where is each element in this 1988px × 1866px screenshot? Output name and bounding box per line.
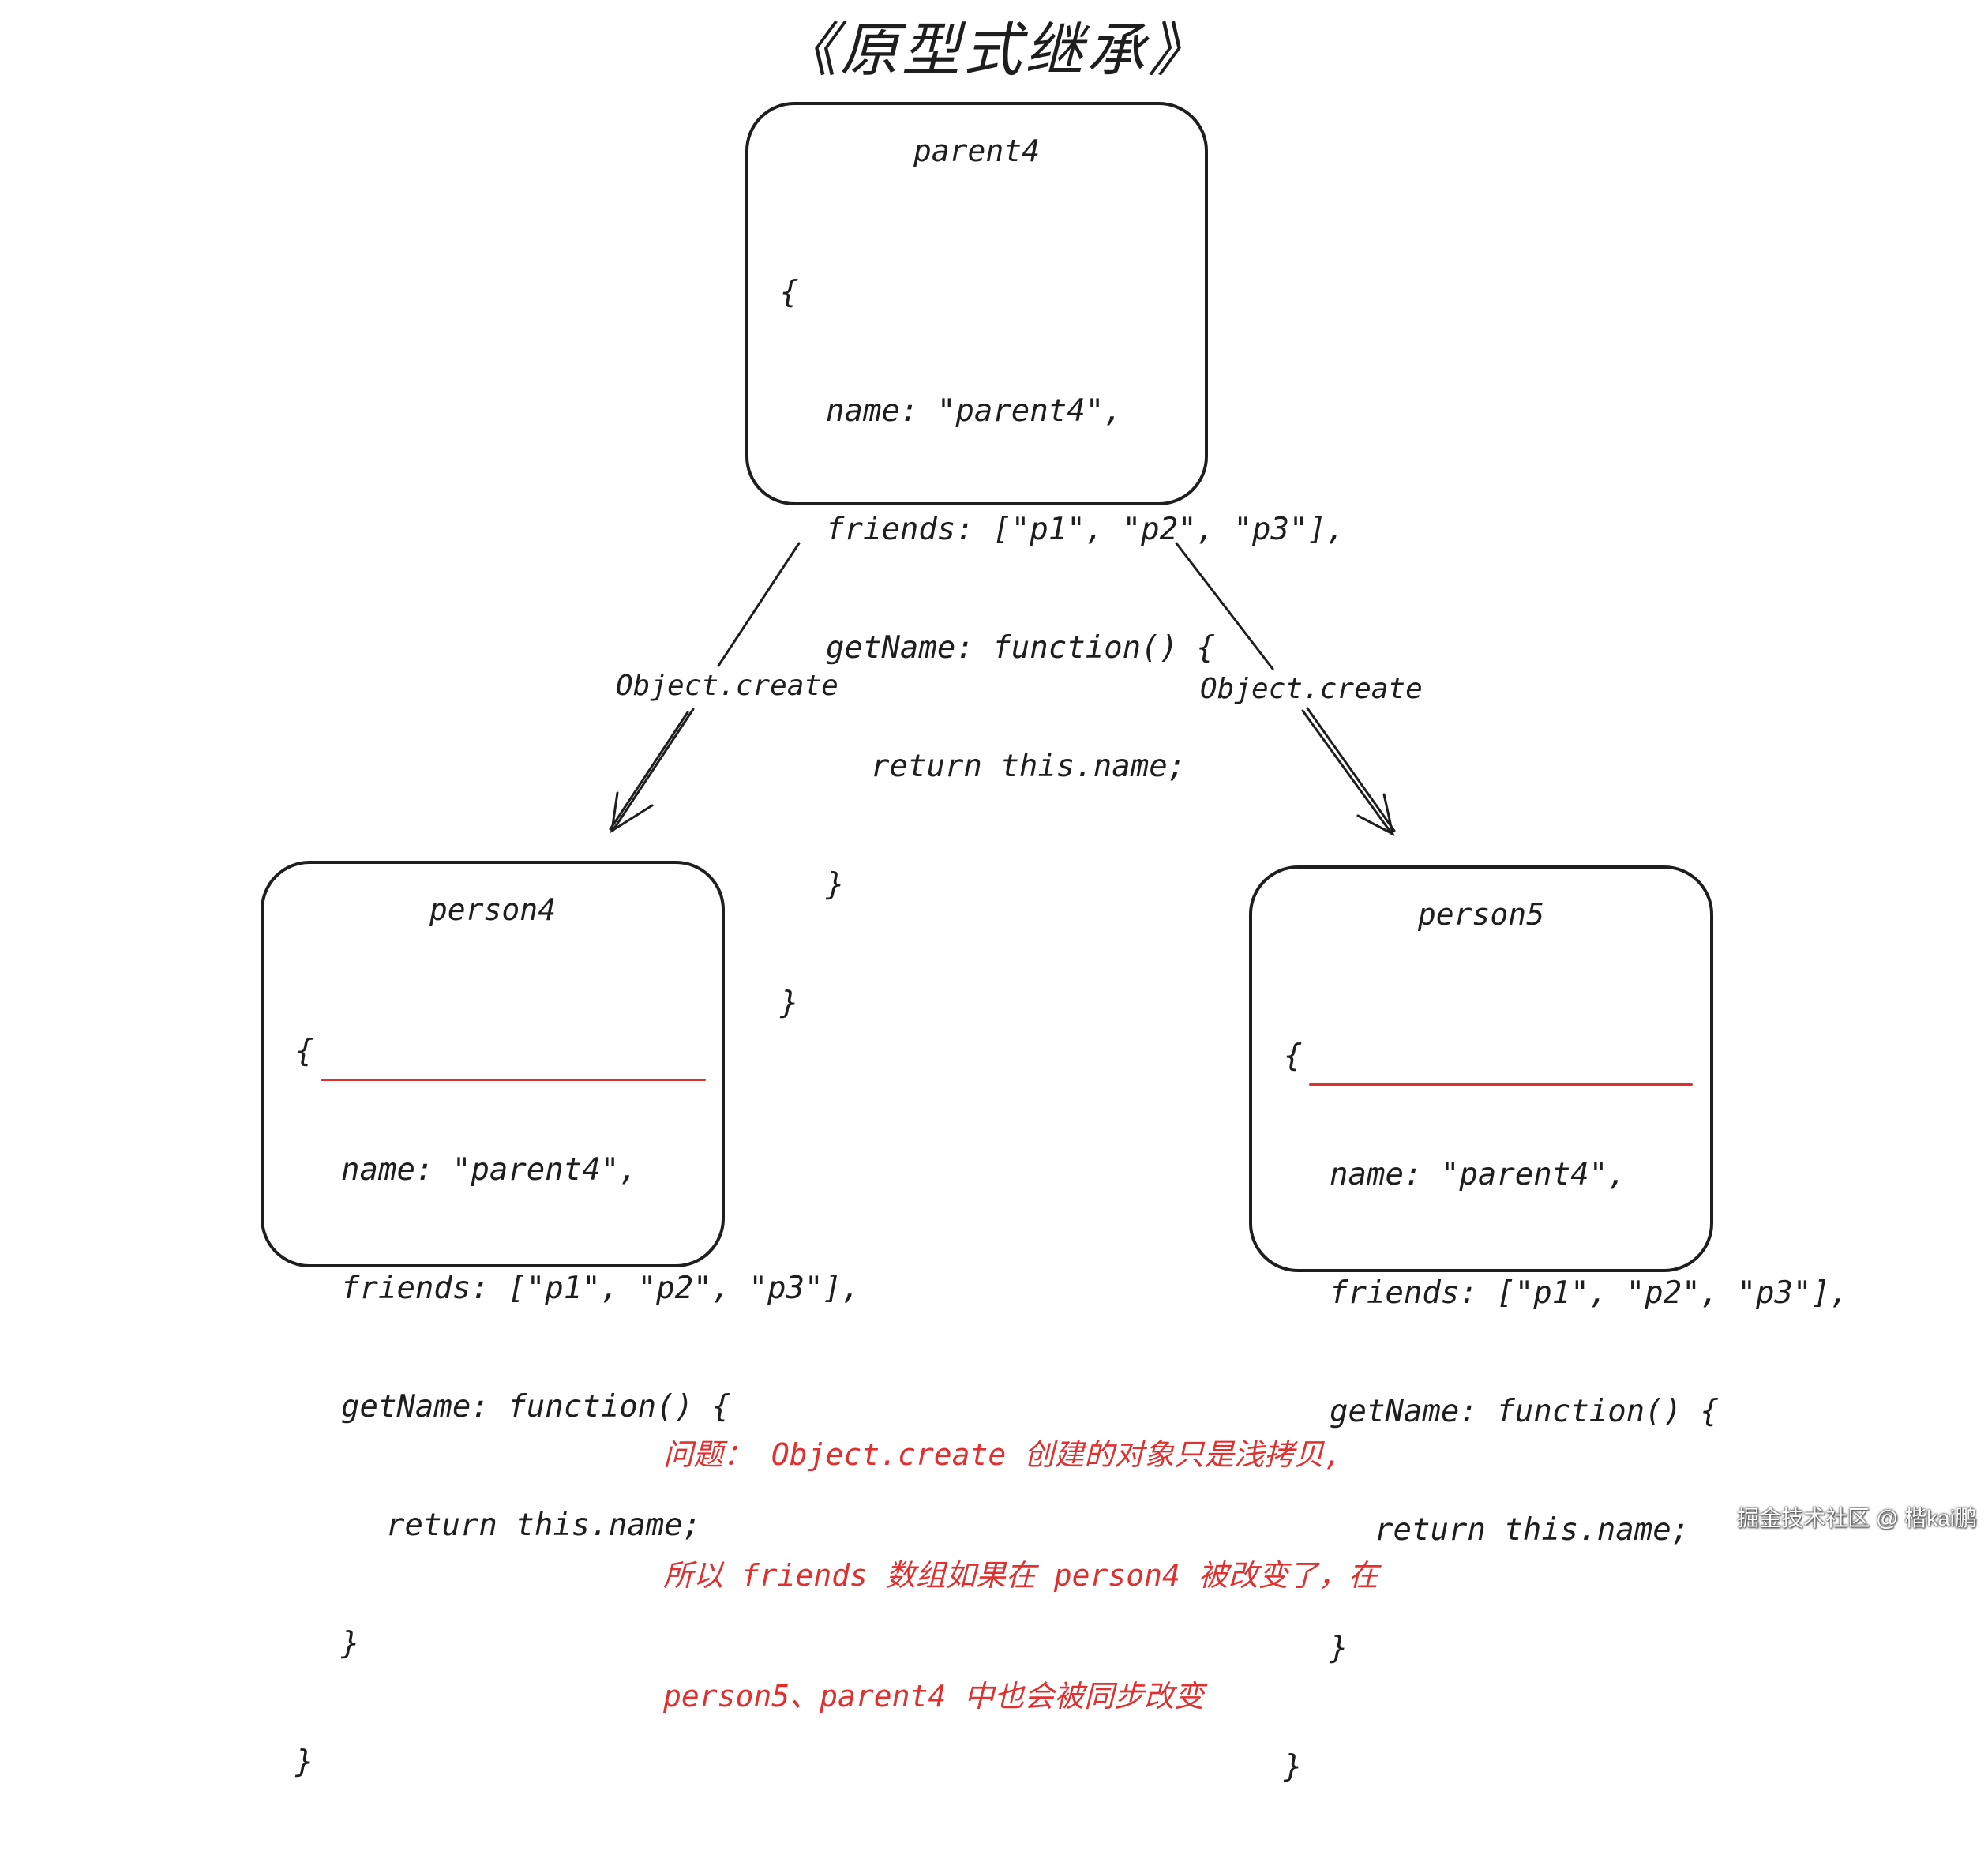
- edge-parent4-person5: [1175, 542, 1396, 836]
- note-line: person5、parent4 中也会被同步改变: [663, 1679, 1205, 1714]
- code-line: getName: function() {: [341, 1389, 731, 1425]
- arrowhead: [610, 791, 654, 833]
- problem-note: 问题： Object.create 创建的对象只是浅拷贝, 所以 friends…: [663, 1354, 1378, 1797]
- code-line: }: [780, 986, 799, 1021]
- code-line: }: [826, 867, 845, 903]
- edge-line: [1175, 542, 1274, 670]
- code-line: {: [295, 1034, 314, 1069]
- edges-layer: [609, 542, 1396, 836]
- code-line: friends: ["p1", "p2", "p3"],: [826, 512, 1345, 547]
- code-line: name: "parent4",: [826, 393, 1123, 429]
- watermark: 掘金技术社区 @ 楷kai鹏: [1737, 1506, 1977, 1530]
- node-parent4: parent4 { name: "parent4", friends: ["p1…: [745, 102, 1345, 1021]
- node-code: { name: "parent4", friends: ["p1", "p2",…: [780, 194, 1345, 1102]
- edge-line: [611, 708, 695, 832]
- code-line: name: "parent4",: [341, 1152, 638, 1188]
- node-person5: person5 { name: "parent4", friends: ["p1…: [1249, 865, 1848, 1785]
- edge-line: [1306, 707, 1396, 832]
- code-line: name: "parent4",: [1330, 1157, 1626, 1192]
- note-line: 所以 friends 数组如果在 person4 被改变了，在: [663, 1558, 1378, 1593]
- code-line: friends: ["p1", "p2", "p3"],: [341, 1271, 861, 1306]
- page-title: 《原型式继承》: [778, 17, 1210, 84]
- arrowhead: [1356, 793, 1395, 836]
- code-line: {: [780, 275, 799, 310]
- code-line: friends: ["p1", "p2", "p3"],: [1330, 1275, 1849, 1311]
- diagram-canvas: 《原型式继承》 parent4 { name: "parent4", frien…: [261, 17, 1977, 1785]
- edge-label-right: Object.create: [1197, 673, 1426, 705]
- node-code: { name: "parent4", friends: ["p1", "p2",…: [295, 953, 860, 1861]
- code-line: return this.name;: [871, 749, 1187, 784]
- edge-line: [1301, 709, 1393, 835]
- node-label: person4: [429, 892, 557, 927]
- code-line: return this.name;: [386, 1507, 702, 1543]
- code-line: getName: function() {: [1330, 1394, 1720, 1429]
- edge-parent4-person4: [609, 542, 801, 833]
- edge-label-left: Object.create: [613, 670, 842, 702]
- edge-line: [717, 542, 801, 667]
- edge-line: [609, 711, 689, 831]
- friends-highlight-underline: [1309, 1083, 1693, 1086]
- node-label: person5: [1417, 897, 1545, 932]
- node-person4: person4 { name: "parent4", friends: ["p1…: [261, 861, 860, 1780]
- node-label: parent4: [913, 133, 1041, 168]
- code-line: {: [1284, 1038, 1303, 1074]
- friends-highlight-underline: [321, 1079, 706, 1081]
- code-line: getName: function() {: [826, 630, 1216, 666]
- note-line: 问题： Object.create 创建的对象只是浅拷贝,: [663, 1437, 1343, 1472]
